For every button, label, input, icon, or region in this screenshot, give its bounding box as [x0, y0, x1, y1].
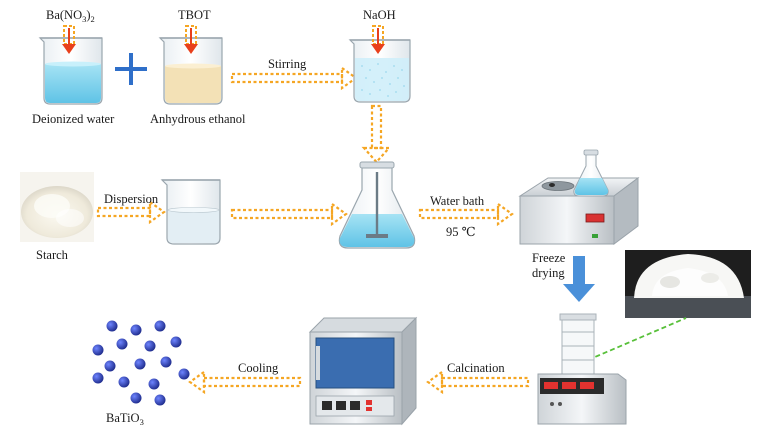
drying-label: drying — [532, 266, 565, 280]
dispersion-label: Dispersion — [104, 192, 159, 206]
naoh-label: NaOH — [363, 8, 396, 22]
cooling-arrow — [188, 369, 302, 395]
stirring-label: Stirring — [268, 57, 307, 71]
reaction-flask — [338, 161, 416, 249]
water-bath-temp-label: 95 ℃ — [446, 225, 476, 239]
batio3-label: BaTiO3 — [106, 411, 144, 427]
aerogel-link-line — [587, 317, 687, 361]
muffle-furnace — [308, 316, 418, 426]
freeze-label: Freeze — [532, 251, 566, 265]
anhydrous-ethanol-label: Anhydrous ethanol — [150, 112, 246, 126]
ba-nitrate-drop-arrow — [62, 25, 76, 54]
freeze-dryer — [537, 313, 627, 425]
naoh-drop-arrow — [371, 25, 385, 54]
combine-arrow — [230, 201, 348, 227]
cooling-label: Cooling — [238, 361, 279, 375]
ba-nitrate-label: Ba(NO3)2 — [46, 8, 95, 24]
water-bath-label: Water bath — [430, 194, 485, 208]
anhydrous-ethanol-beaker — [158, 37, 223, 105]
starch-dispersion-beaker — [160, 179, 221, 245]
tbot-label: TBOT — [178, 8, 211, 22]
mixing-down-arrow — [361, 104, 392, 164]
dispersion-arrow — [96, 199, 166, 225]
deionized-water-label: Deionized water — [32, 112, 115, 126]
batio3-particles — [92, 320, 190, 406]
naoh-beaker — [348, 39, 411, 103]
stirring-arrow — [230, 65, 358, 91]
calcination-arrow — [426, 369, 530, 395]
aerogel-photo — [625, 250, 751, 318]
freeze-drying-arrow — [563, 256, 595, 302]
plus-icon — [115, 53, 147, 85]
deionized-water-beaker — [38, 37, 103, 105]
water-bath-arrow — [418, 201, 514, 227]
starch-label: Starch — [36, 248, 69, 262]
calcination-label: Calcination — [447, 361, 505, 375]
starch-image — [20, 172, 94, 242]
tbot-drop-arrow — [184, 25, 198, 54]
water-bath-device — [518, 149, 640, 245]
